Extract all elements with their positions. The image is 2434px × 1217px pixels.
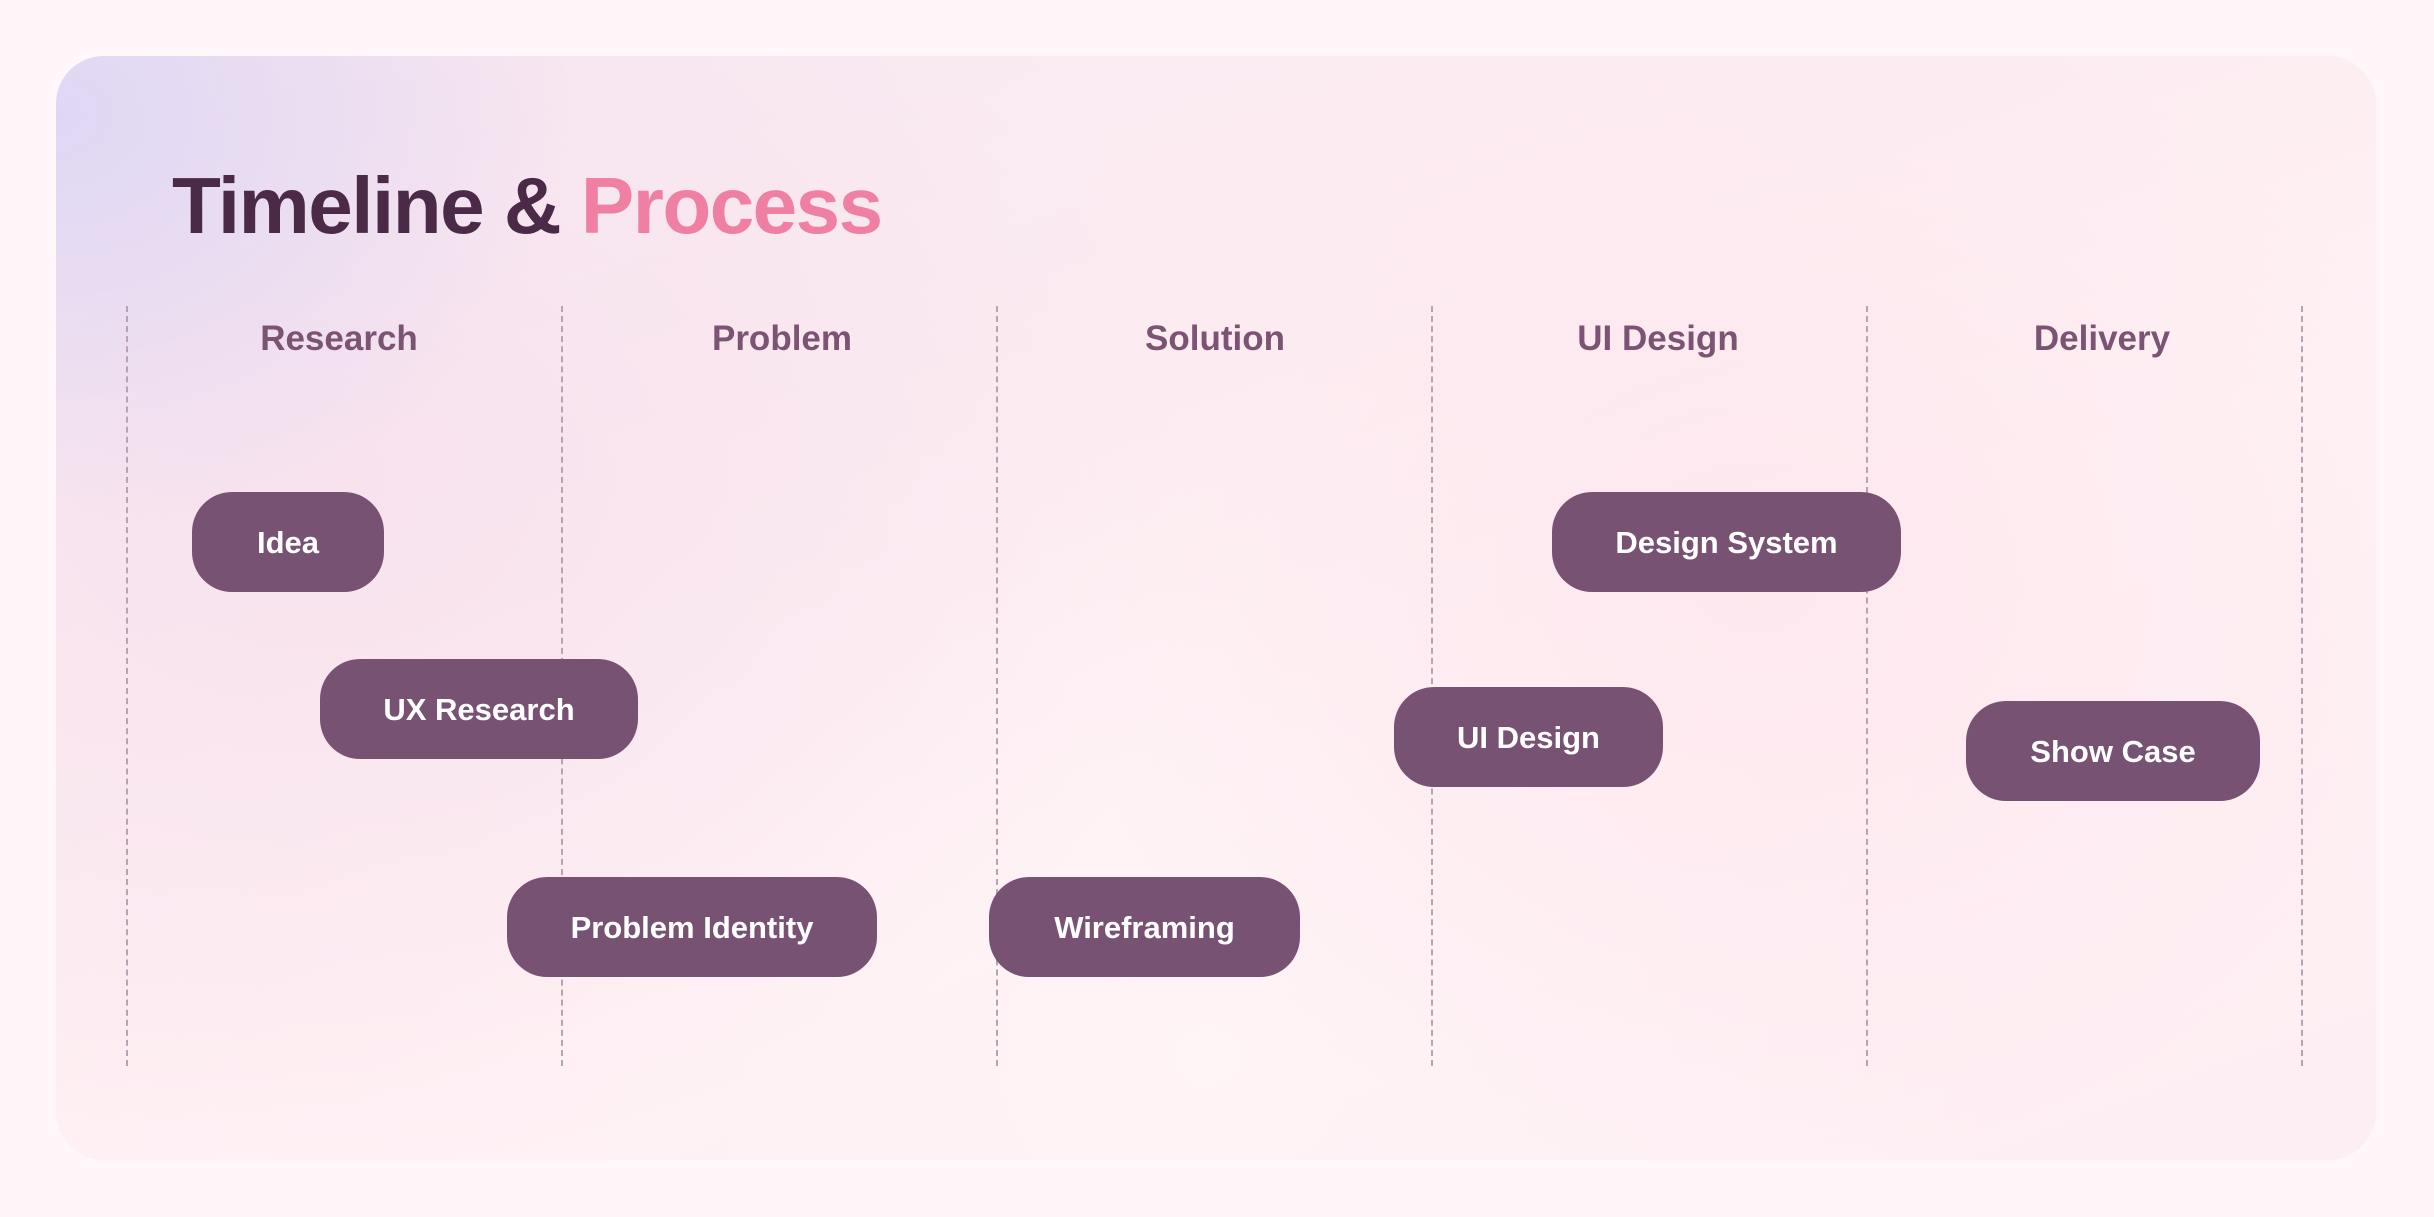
- task-pill-design-system: Design System: [1552, 492, 1901, 592]
- column-divider: [2301, 306, 2303, 1066]
- timeline-card: Timeline & Process Research Problem Solu…: [56, 56, 2376, 1160]
- phase-label-delivery: Delivery: [2033, 319, 2171, 358]
- task-pill-ux-research: UX Research: [320, 659, 638, 759]
- phase-label-problem: Problem: [711, 319, 853, 358]
- column-divider: [1431, 306, 1433, 1066]
- task-pill-problem-identity: Problem Identity: [507, 877, 877, 977]
- column-divider: [1866, 306, 1868, 1066]
- column-divider: [996, 306, 998, 1066]
- phase-label-ui-design: UI Design: [1577, 319, 1739, 358]
- task-pill-idea: Idea: [192, 492, 384, 592]
- title-accent: Process: [580, 161, 883, 250]
- column-divider: [126, 306, 128, 1066]
- phase-label-research: Research: [260, 319, 418, 358]
- title-main: Timeline &: [172, 161, 562, 250]
- phase-label-solution: Solution: [1145, 319, 1285, 358]
- task-pill-wireframing: Wireframing: [989, 877, 1300, 977]
- task-pill-ui-design: UI Design: [1394, 687, 1663, 787]
- task-pill-show-case: Show Case: [1966, 701, 2260, 801]
- page-title: Timeline & Process: [172, 158, 883, 254]
